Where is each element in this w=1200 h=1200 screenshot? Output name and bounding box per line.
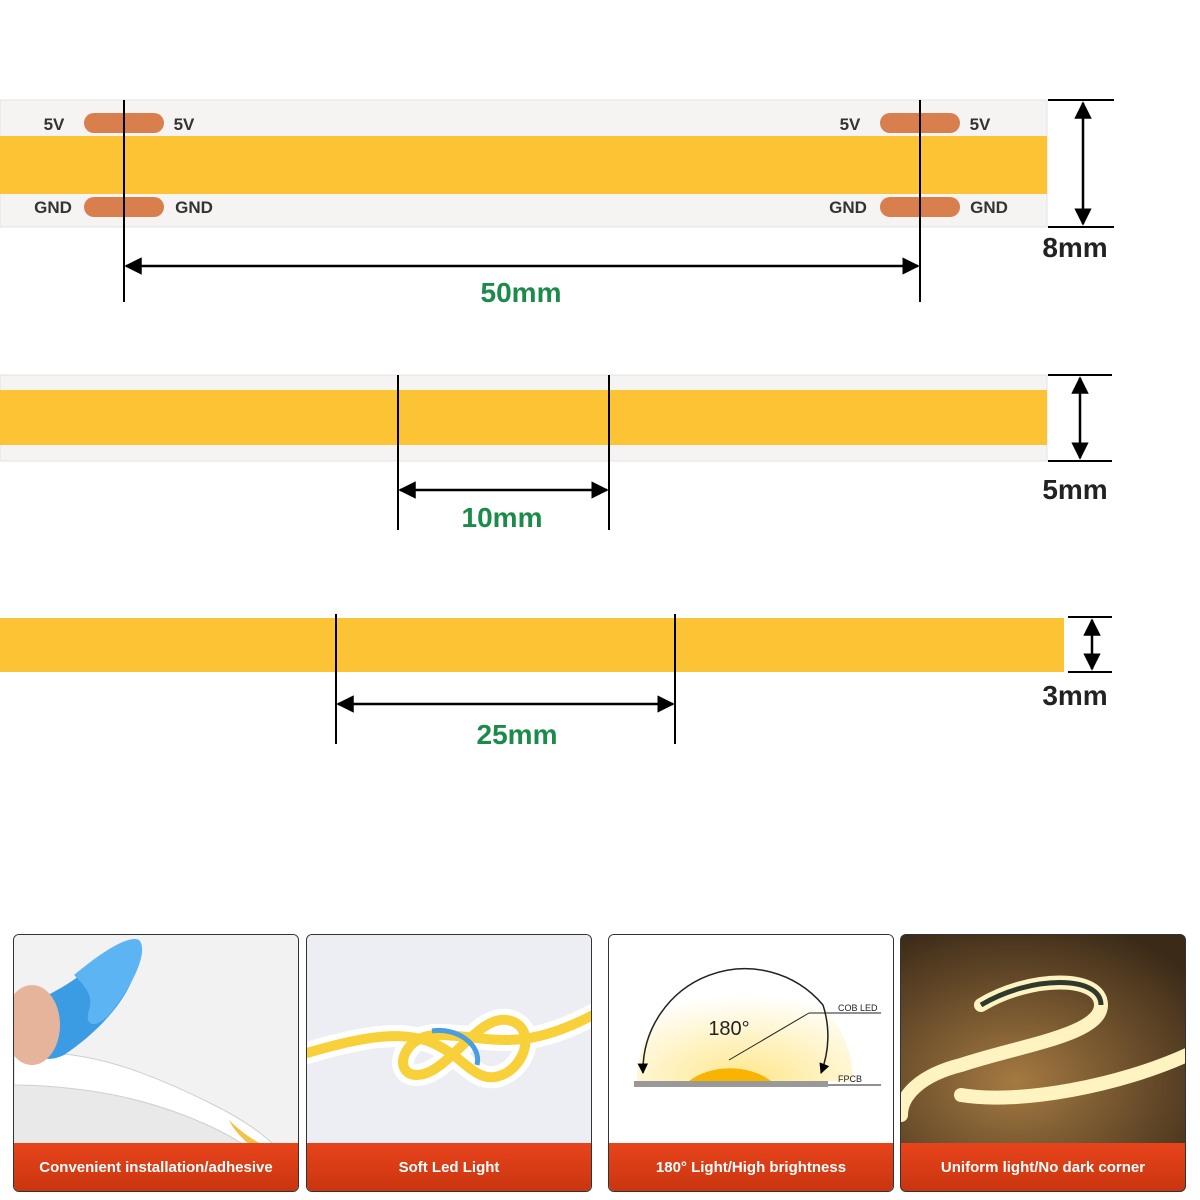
panel-caption: Soft Led Light: [307, 1143, 591, 1191]
light-angle-icon: 180° COB LED FPCB: [609, 935, 893, 1145]
cob-led-label: COB LED: [838, 1003, 878, 1013]
panel-caption: Uniform light/No dark corner: [901, 1143, 1185, 1191]
panel-caption: Convenient installation/adhesive: [14, 1143, 298, 1191]
adhesive-tape-icon: [14, 935, 298, 1145]
strip-8mm: 5V 5V 5V 5V GND GND GND GND 50mm 8mm: [0, 99, 1114, 308]
strip-5mm-led: [0, 390, 1047, 445]
pad-label-gnd: GND: [175, 198, 213, 217]
width-label: 8mm: [1042, 232, 1107, 263]
strip-3mm-led: [0, 618, 1064, 672]
angle-label: 180°: [708, 1018, 749, 1040]
feature-panel-soft: Soft Led Light: [306, 934, 592, 1192]
feature-panel-angle: 180° COB LED FPCB 180° Light/High bright…: [608, 934, 894, 1192]
glowing-strip-icon: [901, 935, 1185, 1145]
pad-label-gnd: GND: [829, 198, 867, 217]
strip-dimension-diagram: 5V 5V 5V 5V GND GND GND GND 50mm 8mm 10m…: [0, 99, 1114, 750]
pad-label-gnd: GND: [34, 198, 72, 217]
pad-label-5v: 5V: [970, 115, 991, 134]
strip-5mm: 10mm 5mm: [0, 374, 1112, 533]
cut-length-label: 10mm: [462, 502, 543, 533]
pad-label-5v: 5V: [44, 115, 65, 134]
strip-8mm-led: [0, 136, 1047, 194]
knotted-strip-icon: [307, 935, 591, 1145]
feature-panel-adhesive: Convenient installation/adhesive: [13, 934, 299, 1192]
feature-panel-uniform: Uniform light/No dark corner: [900, 934, 1186, 1192]
fpcb-label: FPCB: [838, 1074, 862, 1084]
pad-label-gnd: GND: [970, 198, 1008, 217]
strip-3mm: 25mm 3mm: [0, 614, 1112, 750]
width-label: 5mm: [1042, 474, 1107, 505]
pad-label-5v: 5V: [840, 115, 861, 134]
width-label: 3mm: [1042, 680, 1107, 711]
pad-label-5v: 5V: [174, 115, 195, 134]
cut-length-label: 50mm: [481, 277, 562, 308]
cut-length-label: 25mm: [477, 719, 558, 750]
panel-caption: 180° Light/High brightness: [609, 1143, 893, 1191]
